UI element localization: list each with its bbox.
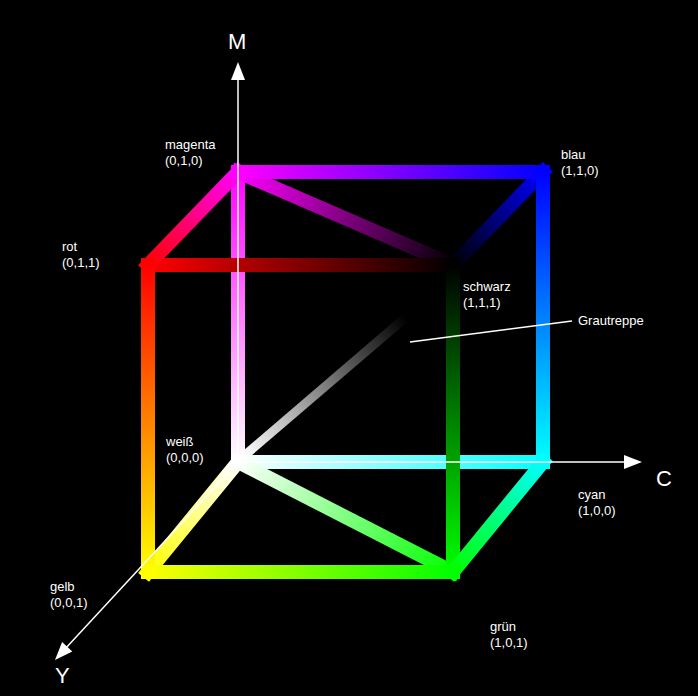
- gray-ramp: [244, 318, 405, 456]
- coordinate: (0,1,0): [165, 153, 203, 168]
- cube-edge: [453, 462, 543, 572]
- coordinate: (0,0,1): [50, 595, 88, 610]
- coordinate: (1,0,0): [578, 503, 616, 518]
- color-name: grün: [490, 619, 516, 634]
- coordinate: (1,1,1): [463, 295, 501, 310]
- cube-edge: [148, 258, 453, 272]
- cube-edge: [238, 165, 543, 179]
- color-name: weiß: [166, 434, 193, 449]
- axis-line: [238, 461, 628, 463]
- cube-edge: [141, 265, 155, 572]
- color-name: gelb: [50, 579, 75, 594]
- callout-label: Grautreppe: [578, 313, 644, 328]
- axis-label: M: [228, 30, 246, 54]
- color-name: rot: [62, 239, 77, 254]
- color-name: schwarz: [463, 279, 511, 294]
- cube-edge: [446, 265, 460, 572]
- cube-edge: [536, 172, 550, 462]
- coordinate: (0,0,0): [166, 450, 204, 465]
- color-name: cyan: [578, 487, 605, 502]
- cube-edge: [148, 172, 238, 265]
- axis-arrowhead: [231, 62, 245, 80]
- axis-arrowhead: [624, 455, 642, 469]
- color-name: blau: [561, 147, 586, 162]
- axis-line: [237, 76, 239, 462]
- cube-edge: [148, 565, 453, 579]
- axis-label: Y: [55, 664, 70, 688]
- cube-diagonal: [238, 172, 453, 265]
- axis-label: C: [656, 467, 672, 491]
- coordinate: (1,1,0): [561, 163, 599, 178]
- leader-line: [410, 321, 572, 342]
- cube-edge: [453, 172, 543, 265]
- axis-line: [65, 462, 238, 649]
- cube-diagonal: [238, 462, 453, 572]
- color-name: magenta: [165, 137, 216, 152]
- coordinate: (0,1,1): [62, 255, 100, 270]
- axis-arrowhead: [55, 642, 72, 660]
- cube-edge: [148, 462, 238, 572]
- coordinate: (1,0,1): [490, 635, 528, 650]
